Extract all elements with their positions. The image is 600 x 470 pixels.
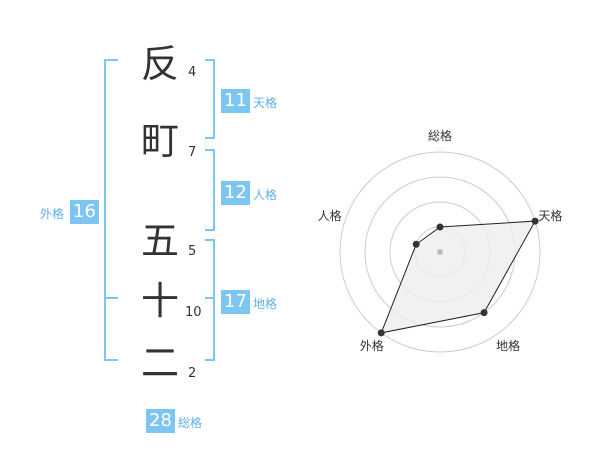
radar-point-5 — [412, 240, 420, 248]
soukaku-label: 総格 — [178, 416, 203, 430]
stroke-count-2: 7 — [188, 145, 197, 160]
name-char-1: 反 — [140, 42, 179, 86]
radar-series-area — [380, 220, 536, 334]
jinkaku-value-badge: 12 — [221, 181, 250, 205]
radar-axis-label-4: 外格 — [360, 338, 384, 353]
chikaku-label: 地格 — [253, 297, 278, 311]
tenkaku-label: 天格 — [253, 96, 278, 110]
jinkaku-bracket — [205, 149, 215, 231]
radar-axis-label-2: 天格 — [538, 208, 562, 223]
radar-center-dot — [437, 249, 443, 255]
gaikaku-bracket — [104, 59, 118, 361]
soukaku-value-badge: 28 — [146, 409, 175, 433]
radar-axis-label-3: 地格 — [496, 338, 520, 353]
jinkaku-label: 人格 — [253, 188, 278, 202]
gaikaku-value-badge: 16 — [70, 200, 99, 224]
tenkaku-bracket — [205, 59, 215, 139]
stroke-count-5: 2 — [188, 366, 197, 381]
stroke-count-4: 10 — [185, 305, 202, 320]
radar-point-4 — [377, 329, 385, 337]
gaikaku-label: 外格 — [40, 207, 65, 221]
tenkaku-value-badge: 11 — [221, 89, 250, 113]
radar-grid-ring — [339, 151, 541, 353]
name-char-5: 二 — [140, 341, 179, 385]
chikaku-bracket — [205, 239, 215, 361]
stroke-count-3: 5 — [188, 244, 197, 259]
radar-point-2 — [531, 217, 539, 225]
radar-axis-label-5: 人格 — [318, 208, 342, 223]
name-char-3: 五 — [140, 219, 179, 263]
radar-axis-label-1: 総格 — [428, 128, 452, 143]
name-char-4: 十 — [140, 279, 179, 323]
stroke-count-1: 4 — [188, 65, 197, 80]
radar-point-1 — [436, 223, 444, 231]
chikaku-value-badge: 17 — [221, 290, 250, 314]
radar-point-3 — [480, 309, 488, 317]
name-char-2: 町 — [140, 119, 179, 163]
